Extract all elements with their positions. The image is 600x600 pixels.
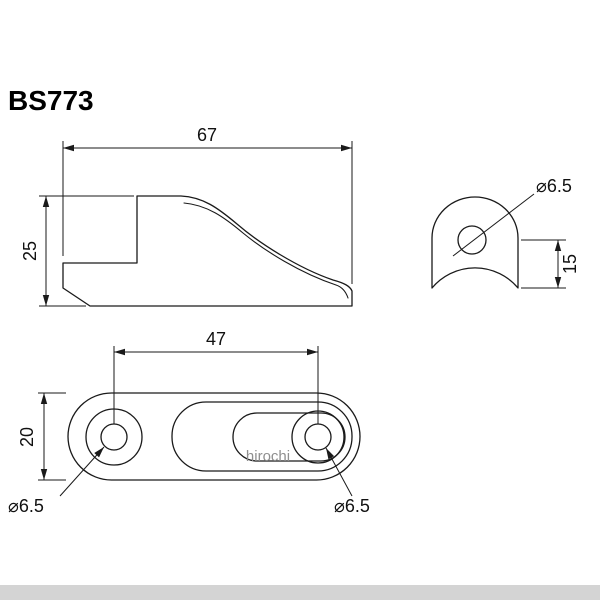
end-view-hole-diameter-label: ⌀6.5 <box>536 176 572 196</box>
side-view: 67 25 <box>20 125 353 307</box>
watermark-text: hirochi <box>246 448 290 465</box>
top-view-slot <box>232 412 346 462</box>
top-view-boss <box>171 401 353 472</box>
top-view: 47 20 ⌀6.5 ⌀6.5 hirochi <box>8 329 370 516</box>
right-hole <box>304 423 332 451</box>
end-view-offset-dimension: 15 <box>560 254 580 274</box>
top-view-outline <box>67 392 361 481</box>
hole-leader-line <box>452 193 535 257</box>
left-hole-leader-line <box>59 446 105 497</box>
side-view-outline <box>62 195 353 307</box>
right-hole-leader-line <box>325 447 353 497</box>
side-view-width-dimension: 67 <box>197 125 217 145</box>
top-view-hole-spacing-dimension: 47 <box>206 329 226 349</box>
side-view-height-dimension: 25 <box>20 241 40 261</box>
end-view-outline <box>431 196 519 289</box>
footer-bar <box>0 585 600 600</box>
end-view: ⌀6.5 15 <box>431 176 580 289</box>
left-hole-diameter-label: ⌀6.5 <box>8 496 44 516</box>
top-view-width-dimension: 20 <box>17 427 37 447</box>
part-number-label: BS773 <box>8 85 94 116</box>
end-view-hole <box>457 225 487 255</box>
right-hole-diameter-label: ⌀6.5 <box>334 496 370 516</box>
left-hole <box>100 423 128 451</box>
side-view-ramp-inner-edge <box>183 202 349 299</box>
